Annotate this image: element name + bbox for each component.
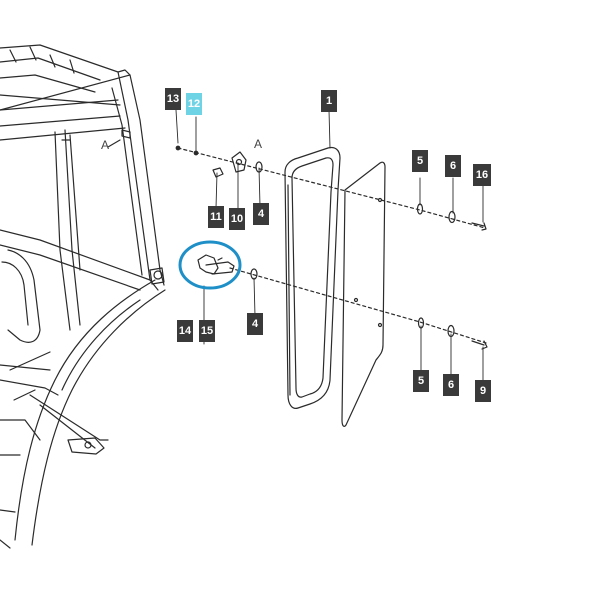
callout-5-upper: 5 — [412, 150, 428, 172]
callout-13: 13 — [165, 88, 181, 110]
callout-4-lower: 4 — [247, 313, 263, 335]
callout-16: 16 — [473, 164, 491, 186]
callout-4-upper: 4 — [253, 203, 269, 225]
cab-frame — [0, 44, 166, 549]
view-a-leader-left — [107, 139, 121, 148]
lower-hardware-axis — [229, 267, 487, 344]
upper-hardware-axis — [177, 147, 486, 229]
window-seal — [284, 146, 341, 409]
callout-6-upper: 6 — [445, 155, 461, 177]
callout-15: 15 — [199, 320, 215, 342]
callout-11: 11 — [208, 206, 224, 228]
callout-10: 10 — [229, 208, 245, 230]
highlight-ring — [178, 240, 242, 290]
callout-12: 12 — [186, 93, 202, 115]
callout-leaders — [175, 109, 484, 381]
callout-5-lower: 5 — [413, 370, 429, 392]
lower-hardware — [197, 254, 488, 350]
callout-14: 14 — [177, 320, 193, 342]
window-glass — [341, 161, 386, 427]
view-letter-left: A — [101, 138, 110, 152]
view-letter-right: A — [254, 137, 263, 151]
callout-1: 1 — [321, 90, 337, 112]
callout-6-lower: 6 — [443, 374, 459, 396]
upper-hardware — [175, 145, 487, 231]
callout-9: 9 — [475, 380, 491, 402]
